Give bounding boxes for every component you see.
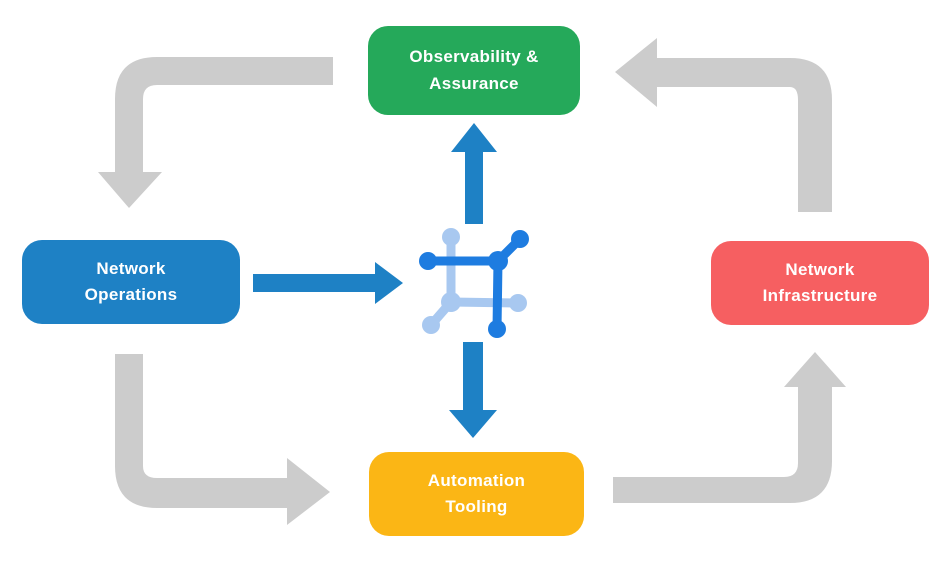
arrow-infrastructure-to-observability [615,38,832,212]
node-operations-label: Network Operations [84,258,178,304]
arrow-center-to-observability [451,123,497,224]
node-automation-label: Automation Tooling [427,470,526,516]
node-observability-assurance: Observability & Assurance [368,26,580,115]
network-mesh-light-nodes [422,228,527,334]
node-observability-label: Observability & Assurance [409,47,539,93]
arrow-operations-to-center [253,262,403,304]
node-automation-tooling: Automation Tooling [369,452,584,536]
arrow-automation-to-infrastructure [613,352,846,503]
node-network-operations: Network Operations [22,240,240,324]
arrow-operations-to-automation [115,354,330,525]
arrow-observability-to-operations [98,57,333,208]
network-mesh-dark-nodes [419,230,529,338]
arrow-center-to-automation [449,342,497,438]
node-network-infrastructure: Network Infrastructure [711,241,929,325]
node-infrastructure-label: Network Infrastructure [762,259,878,305]
network-mesh-icon [419,228,529,338]
